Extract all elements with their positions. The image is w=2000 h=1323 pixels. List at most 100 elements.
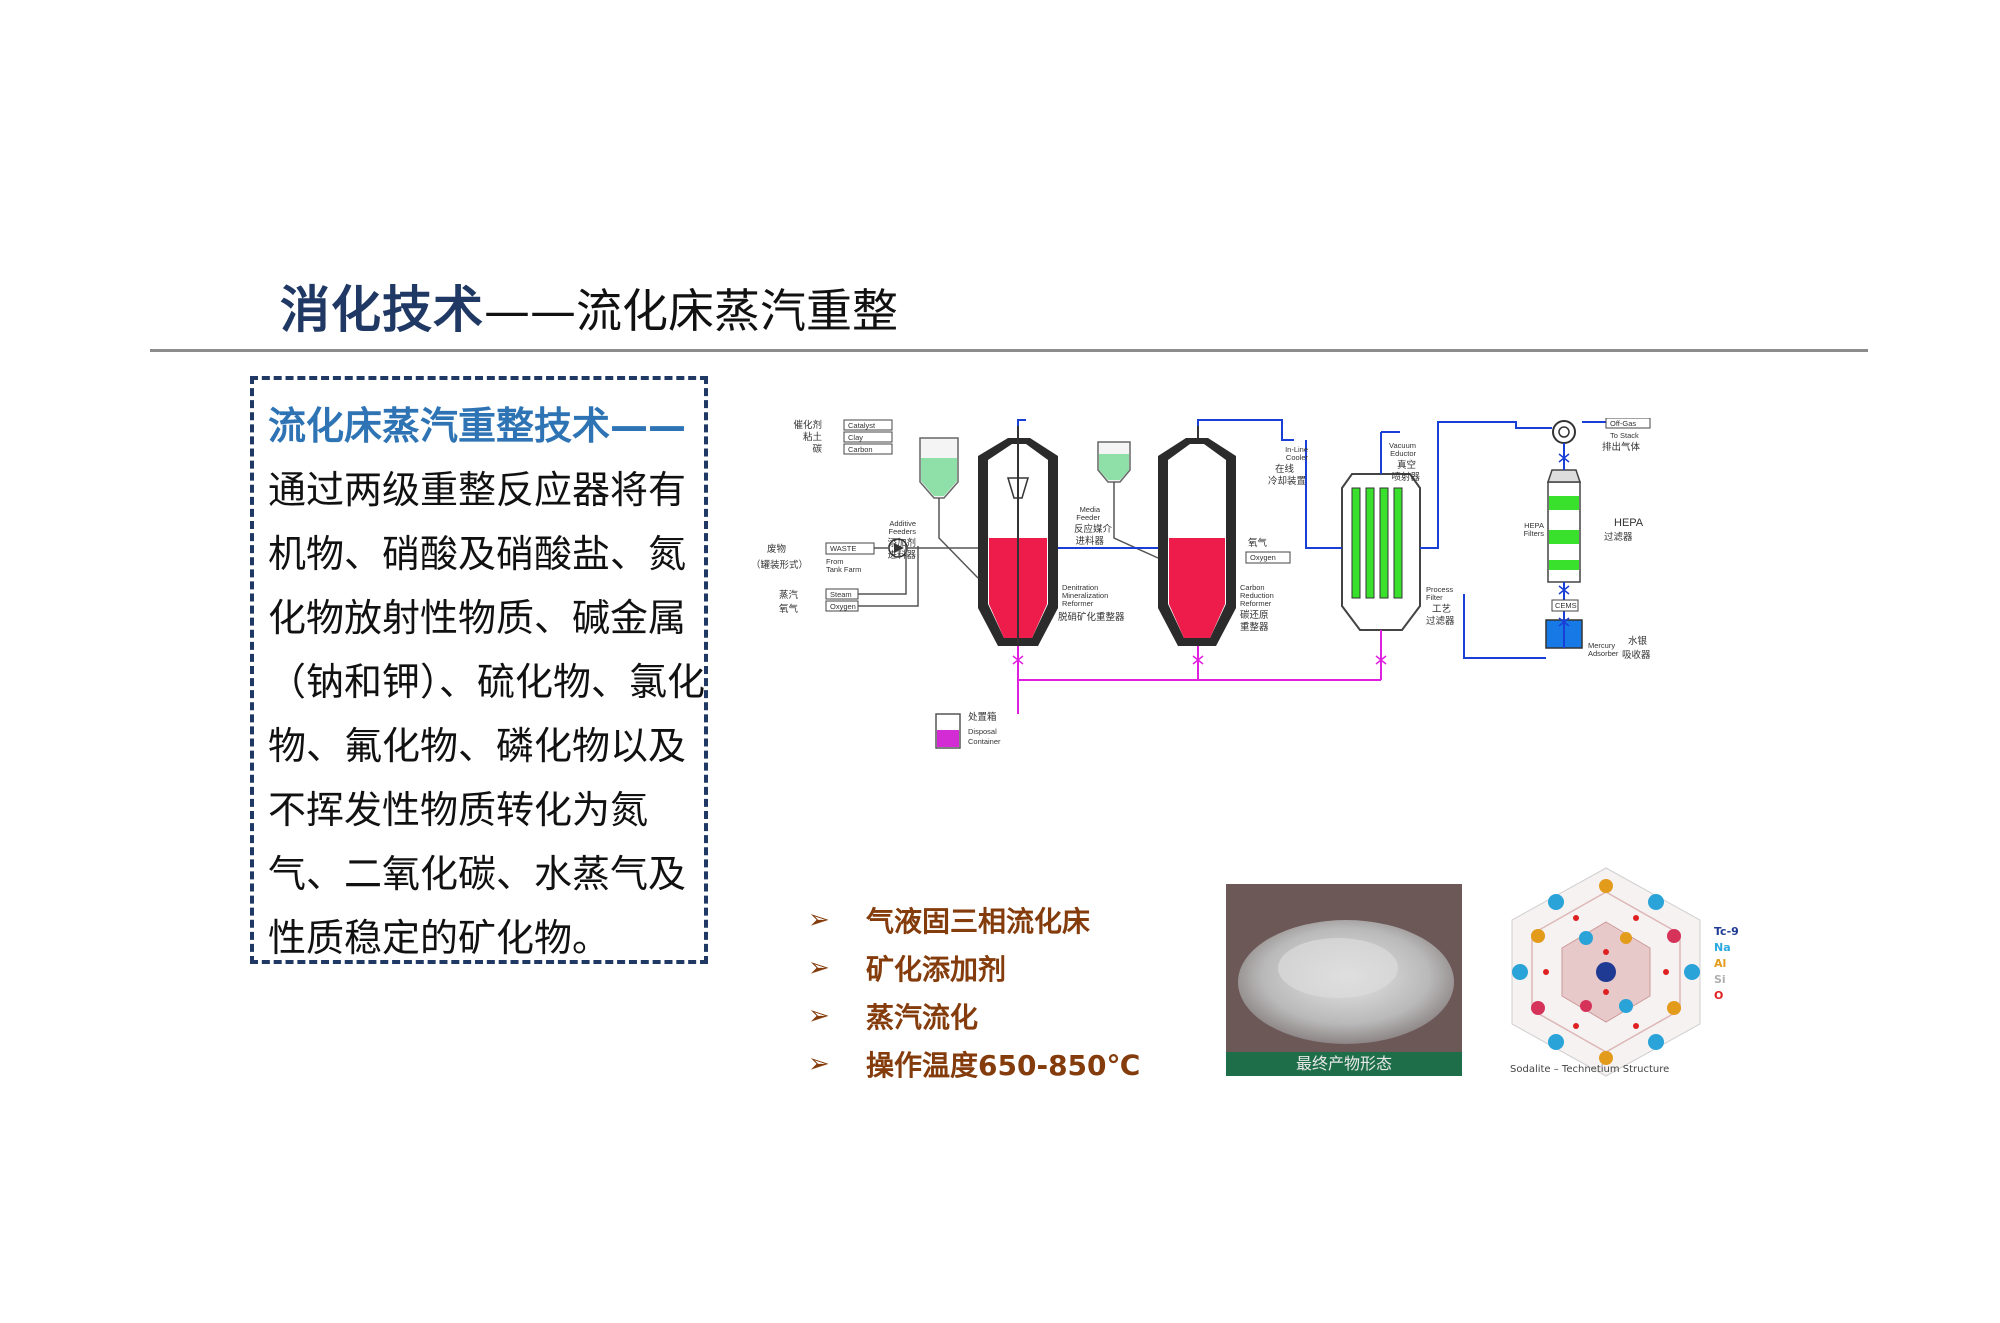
crystal-caption: Sodalite – Technetium Structure [1510, 1064, 1670, 1075]
waste-cn-1: 废物 [767, 543, 787, 555]
additive-en-1: Additive [889, 519, 916, 528]
r2-en-2: Reduction [1240, 591, 1274, 600]
eductor-cn-2: 喷射器 [1391, 471, 1420, 483]
media-cn-1: 反应媒介 [1074, 523, 1113, 535]
description-body: 通过两级重整反应器将有机物、硝酸及硝酸盐、氮化物放射性物质、碱金属（钠和钾）、硫… [268, 468, 706, 960]
process-filter [1341, 432, 1421, 631]
additive-feeder [919, 437, 959, 499]
element-legend: Tc-9 Na Al Si O [1714, 924, 1739, 1004]
waste-en: WASTE [830, 544, 856, 553]
eductor-en-2: Eductor [1390, 449, 1416, 458]
r2-en-3: Reformer [1240, 599, 1272, 608]
hepa-filter [1546, 420, 1582, 583]
offgas-en-1: Off-Gas [1610, 419, 1636, 428]
hg-cn-1: 水银 [1628, 635, 1648, 647]
r1-en-2: Mineralization [1062, 591, 1108, 600]
feature-item: ➢ 蒸汽流化 [808, 992, 1140, 1040]
disposal-container [935, 713, 961, 749]
additive-en-2: Feeders [888, 527, 916, 536]
eductor-cn-1: 真空 [1397, 459, 1416, 471]
waste-cn-2: （罐装形式） [751, 559, 808, 571]
r2-cn-2: 重整器 [1240, 621, 1269, 633]
granules-image [1226, 884, 1462, 1076]
legend-item: O [1714, 989, 1724, 1002]
cooler-cn-2: 冷却装置 [1268, 475, 1306, 487]
legend-item: Na [1714, 941, 1731, 954]
title-divider [150, 349, 1868, 352]
feature-item: ➢ 操作温度650-850℃ [808, 1040, 1140, 1088]
carbon-en: Carbon [848, 445, 873, 454]
oxygen2-en: Oxygen [1250, 553, 1276, 562]
hepa-cn-2: 过滤器 [1604, 531, 1633, 543]
oxygen-en: Oxygen [830, 602, 856, 611]
pf-cn-1: 工艺 [1432, 604, 1451, 615]
additive-cn-1: 添加剂 [887, 537, 916, 549]
legend-item: Si [1714, 973, 1726, 986]
feature-label: 操作温度650-850℃ [866, 1049, 1141, 1082]
cooler-en-2: Cooler [1286, 453, 1309, 462]
hg-cn-2: 吸收器 [1622, 649, 1651, 661]
photo-caption: 最终产物形态 [1226, 1052, 1462, 1076]
feature-label: 矿化添加剂 [866, 953, 1007, 986]
steam-cn: 蒸汽 [779, 589, 799, 601]
slide-title-sub: ——流化床蒸汽重整 [484, 284, 898, 338]
hepa-en-1: HEPA [1524, 521, 1544, 530]
description-box [250, 376, 708, 964]
offgas-en-2: To Stack [1610, 431, 1639, 440]
process-flow-diagram: 催化剂 粘土 碳 Catalyst Clay Carbon Additive F… [751, 418, 1651, 749]
waste-from-2: Tank Farm [826, 565, 861, 574]
clay-en: Clay [848, 433, 863, 442]
feature-label: 气液固三相流化床 [866, 905, 1091, 938]
carbon-cn: 碳 [812, 443, 822, 455]
oxygen2-cn: 氧气 [1248, 537, 1268, 549]
description-text: 流化床蒸汽重整技术—— 通过两级重整反应器将有机物、硝酸及硝酸盐、氮化物放射性物质… [268, 394, 708, 970]
media-en-2: Feeder [1076, 513, 1100, 522]
r2-cn-1: 碳还原 [1240, 609, 1269, 621]
arrow-bullet-icon: ➢ [808, 1049, 830, 1079]
additive-cn-2: 进料器 [887, 549, 916, 561]
feature-label: 蒸汽流化 [866, 1001, 979, 1034]
slide-title-main: 消化技术 [280, 281, 484, 339]
slide-title: 消化技术 ——流化床蒸汽重整 [280, 270, 898, 350]
media-feeder [1097, 441, 1131, 483]
product-photo: 最终产物形态 [1226, 884, 1462, 1076]
oxygen-cn: 氧气 [779, 603, 799, 615]
disposal-cn: 处置箱 [968, 711, 997, 723]
reactor-2 [1158, 426, 1236, 646]
legend-item: Al [1714, 957, 1727, 970]
legend-item: Tc-9 [1714, 925, 1739, 938]
hg-en-2: Adsorber [1588, 649, 1619, 658]
pf-en-1: Process [1426, 585, 1453, 594]
feature-list: ➢ 气液固三相流化床 ➢ 矿化添加剂 ➢ 蒸汽流化 ➢ 操作温度650-850℃ [808, 896, 1140, 1088]
clay-cn: 粘土 [803, 431, 823, 443]
cems-label: CEMS [1555, 601, 1577, 610]
reactor-1 [978, 426, 1058, 646]
disposal-en-2: Container [968, 737, 1001, 746]
r1-en-3: Reformer [1062, 599, 1094, 608]
pf-en-2: Filter [1426, 593, 1443, 602]
arrow-bullet-icon: ➢ [808, 905, 830, 935]
steam-en: Steam [830, 590, 852, 599]
catalyst-cn: 催化剂 [793, 419, 822, 431]
feature-item: ➢ 矿化添加剂 [808, 944, 1140, 992]
r1-en-1: Denitration [1062, 583, 1098, 592]
feature-item: ➢ 气液固三相流化床 [808, 896, 1140, 944]
cooler-cn-1: 在线 [1275, 463, 1295, 475]
cooler-en-1: In-Line [1285, 445, 1308, 454]
sodalite-structure-image [1511, 867, 1701, 1077]
catalyst-en: Catalyst [848, 421, 876, 430]
arrow-bullet-icon: ➢ [808, 1001, 830, 1031]
pf-cn-2: 过滤器 [1426, 615, 1455, 627]
hepa-en-2: Filters [1524, 529, 1545, 538]
description-lead: 流化床蒸汽重整技术—— [268, 404, 687, 448]
waste-from-1: From [826, 557, 844, 566]
hg-en-1: Mercury [1588, 641, 1615, 650]
r2-en-1: Carbon [1240, 583, 1265, 592]
disposal-en-1: Disposal [968, 727, 997, 736]
media-en-1: Media [1080, 505, 1101, 514]
eductor-en-1: Vacuum [1389, 441, 1416, 450]
media-cn-2: 进料器 [1075, 535, 1104, 547]
offgas-cn: 排出气体 [1602, 441, 1641, 453]
hepa-cn-1: HEPA [1614, 517, 1644, 529]
r1-cn: 脱硝矿化重整器 [1058, 611, 1125, 623]
